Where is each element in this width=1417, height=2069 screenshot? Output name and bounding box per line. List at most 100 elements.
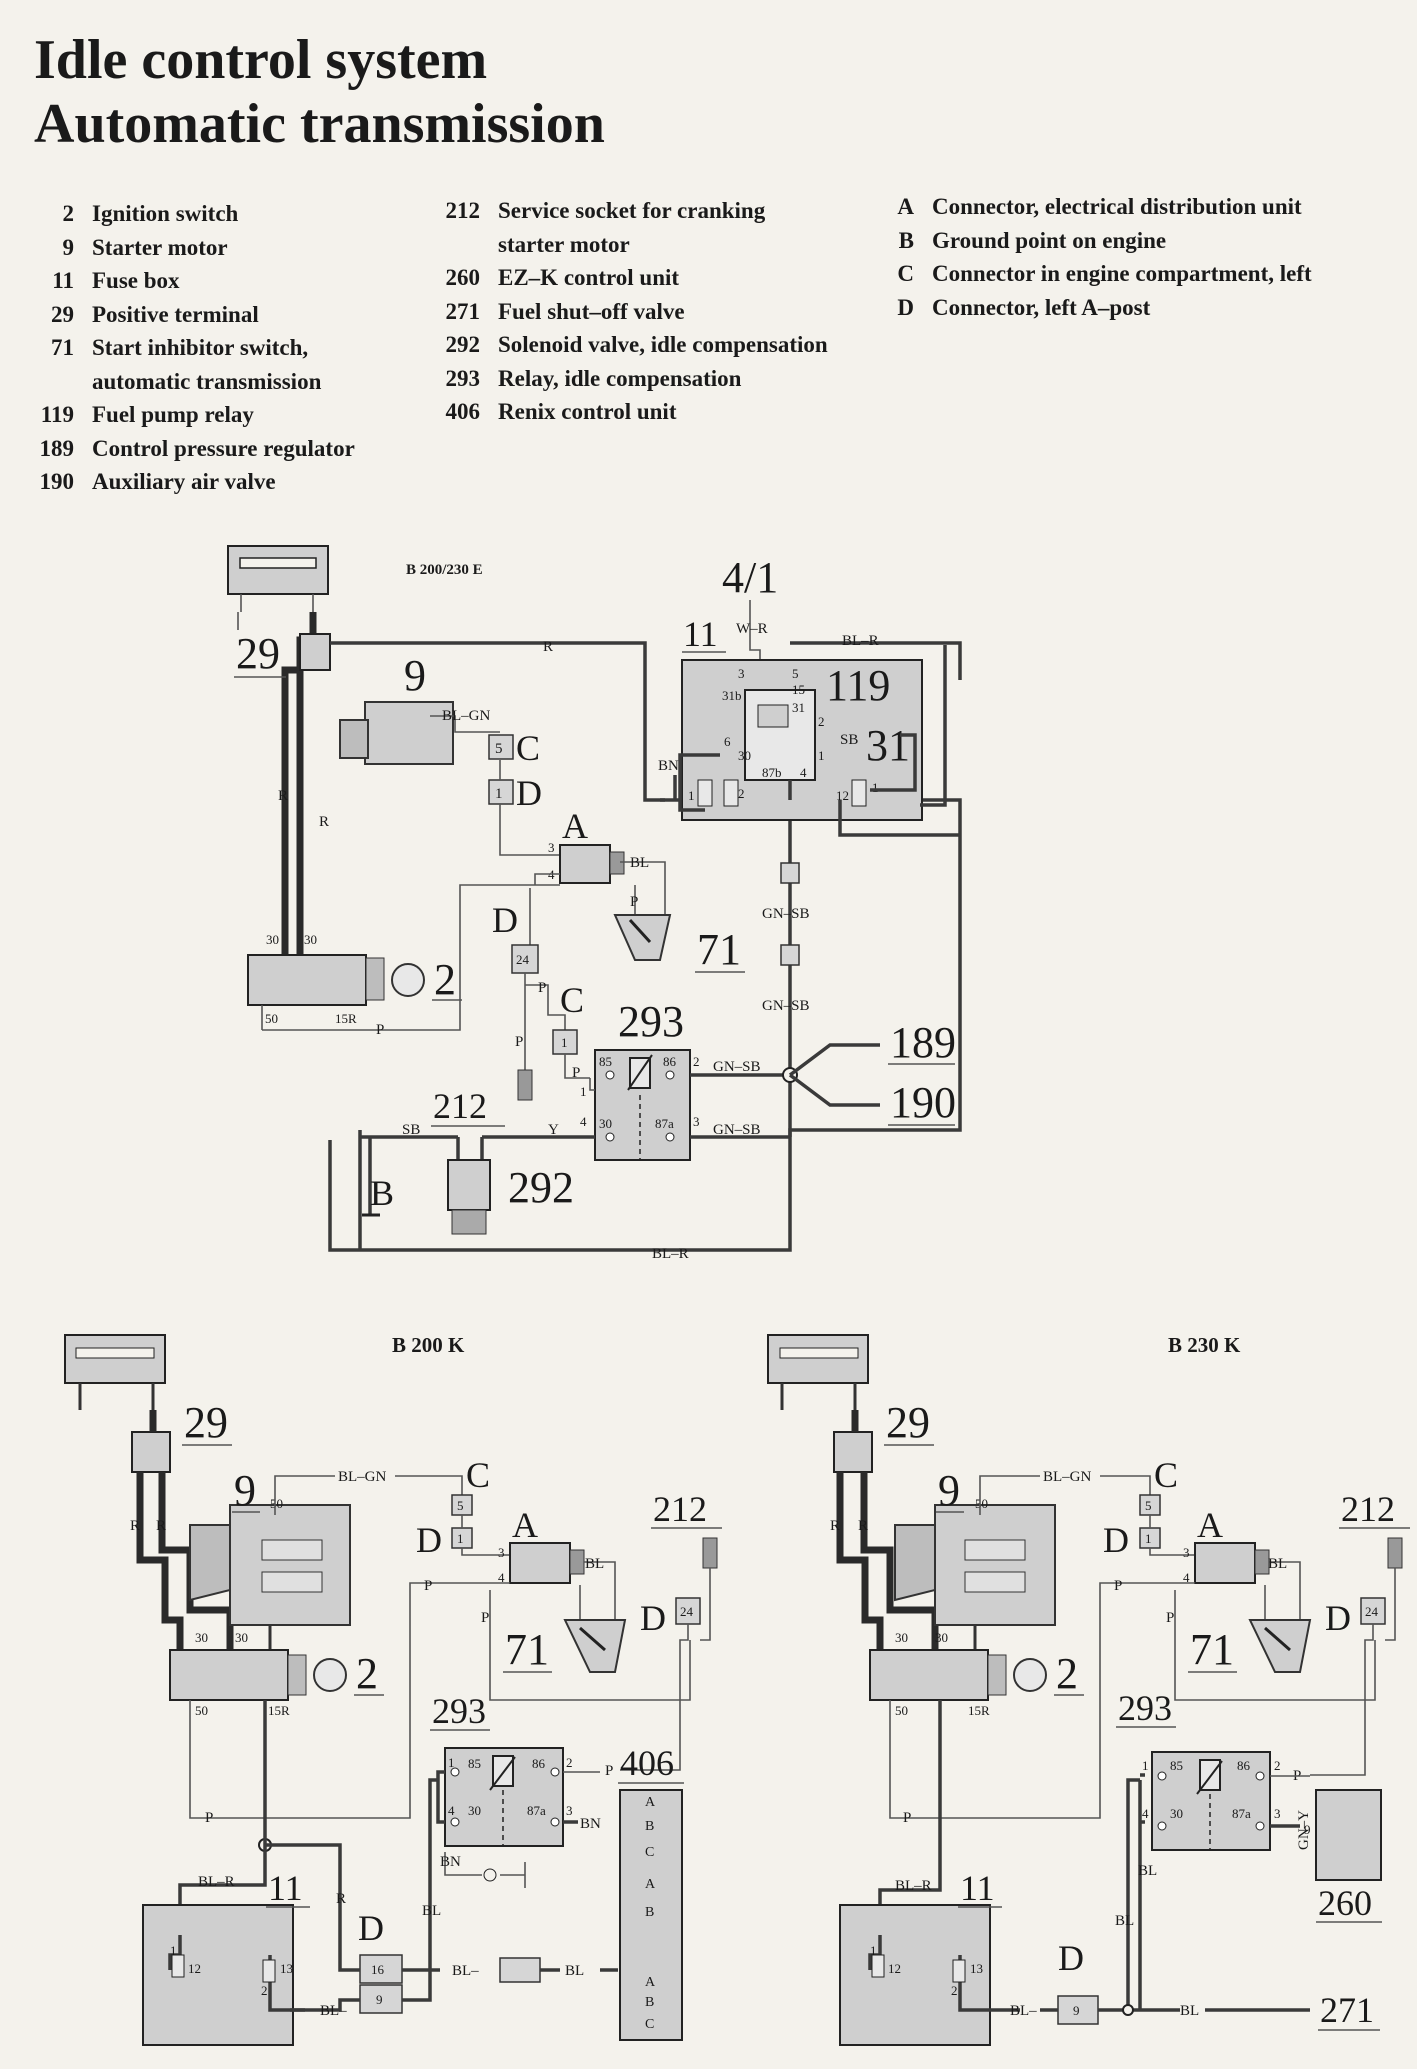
ref-292: 292	[508, 1163, 574, 1212]
ref-406-b: 406	[620, 1743, 674, 1783]
fuse-conn-12: 12	[836, 788, 849, 803]
diagram-b200k: B 200 K 29 R R 9 50 BL–GN C 5 D	[64, 1333, 722, 2046]
legend-text: Fuel shut–off valve	[498, 298, 685, 324]
ref-293-b: 293	[432, 1691, 486, 1731]
pin-15r-b: 15R	[268, 1703, 290, 1718]
ref-271-c: 271	[1320, 1990, 1374, 2030]
ref-9-b: 9	[234, 1466, 256, 1515]
wire-bl-v1-c: BL	[1115, 1913, 1134, 1929]
relay-side-4-c: 4	[1142, 1806, 1149, 1821]
battery-symbol-2	[64, 1334, 166, 1410]
ref-212-c: 212	[1341, 1489, 1395, 1529]
legend-number: 292	[445, 332, 481, 357]
renix-pin-label: B	[645, 1819, 654, 1834]
fuse-pin-15: 15	[792, 682, 805, 697]
legend-text: EZ–K control unit	[498, 265, 680, 290]
wire-gn-sb-1: GN–SB	[762, 906, 810, 922]
ref-119: 119	[826, 661, 890, 710]
wire-sb-212: SB	[402, 1122, 420, 1138]
relay-side-3-b: 3	[566, 1803, 573, 1818]
wire-r2-b: R	[156, 1518, 166, 1534]
ignition-switch-2-c	[869, 1649, 1047, 1701]
legend-number: B	[898, 227, 914, 253]
renix-pin-label: A	[645, 1975, 656, 1990]
ezk-pin-9: 9	[1304, 1822, 1311, 1837]
ref-b: B	[370, 1173, 394, 1213]
fuse-pin-87b: 87b	[762, 765, 782, 780]
legend-text: automatic transmission	[92, 368, 322, 394]
fuse-pin-2-b: 2	[261, 1983, 268, 1998]
pin-4-b: 4	[498, 1570, 505, 1585]
ref-71-b: 71	[505, 1625, 549, 1674]
pin-3: 3	[548, 840, 555, 855]
relay-pin-87a: 87a	[655, 1116, 674, 1131]
connector-a-c	[1194, 1542, 1256, 1584]
legend-number: 293	[445, 365, 481, 391]
pin-30a-c: 30	[895, 1630, 908, 1645]
starter-motor-9-b	[189, 1504, 351, 1662]
d-pin-9-c: 9	[1073, 2003, 1080, 2018]
wire-p-top-c: P	[1114, 1578, 1122, 1594]
wire-bl-r-top: BL–R	[842, 633, 879, 649]
legend-text: Auxiliary air valve	[92, 469, 276, 494]
pin-50-c: 50	[895, 1703, 908, 1718]
wire-p-71-c: P	[1166, 1610, 1174, 1626]
ignition-switch-2	[247, 954, 425, 1006]
pin-50s-b: 50	[270, 1496, 283, 1511]
legend-row: C Connector in engine compartment, left	[890, 257, 1312, 291]
pin-30a: 30	[266, 932, 279, 947]
wire-bl-v-b: BL	[422, 1903, 441, 1919]
renix-pin-label: B	[645, 1995, 654, 2010]
legend-text: Renix control unit	[498, 399, 677, 424]
ref-293: 293	[618, 997, 684, 1046]
relay-pin-85-b: 85	[468, 1756, 481, 1771]
legend-text: Fuel pump relay	[92, 402, 254, 427]
legend-number: 71	[51, 335, 74, 360]
wire-bn-b: BN	[580, 1816, 601, 1832]
d-pin-9-b: 9	[376, 1992, 383, 2007]
solenoid-valve-292	[447, 1159, 491, 1211]
pin-30a-b: 30	[195, 1630, 208, 1645]
ref-d-top: D	[516, 773, 542, 813]
wire-bl-r-bottom: BL–R	[652, 1246, 689, 1262]
wire-r1-c: R	[830, 1518, 840, 1534]
legend-number: 2	[62, 201, 75, 226]
legend-number: C	[897, 261, 914, 286]
pin-5-b: 5	[457, 1498, 464, 1513]
fuse-pin-2: 2	[818, 714, 825, 729]
legend-number: 260	[445, 265, 481, 290]
ref-31: 31	[866, 721, 910, 770]
ref-9: 9	[404, 651, 426, 700]
pin-50: 50	[265, 1011, 278, 1026]
legend-text: Connector in engine compartment, left	[932, 261, 1312, 286]
legend-text: Connector, electrical distribution unit	[932, 194, 1302, 219]
fuse-pin-12-b: 12	[188, 1961, 201, 1976]
ignition-switch-2-b	[169, 1649, 347, 1701]
ref-11: 11	[683, 614, 718, 654]
diagram3-heading: B 230 K	[1168, 1333, 1241, 1357]
ref-9-c: 9	[938, 1466, 960, 1515]
relay-pin-86-b: 86	[532, 1756, 546, 1771]
relay-side-4: 4	[580, 1114, 587, 1129]
relay-pin-30-c: 30	[1170, 1806, 1183, 1821]
relay-side-3: 3	[693, 1114, 700, 1129]
relay-side-1-b: 1	[448, 1755, 455, 1770]
connector-a-b	[509, 1542, 571, 1584]
ref-d-bottom-c: D	[1058, 1938, 1084, 1978]
wire-p-71: P	[630, 894, 638, 910]
start-inhibitor-71-c	[1248, 1619, 1312, 1673]
ref-189: 189	[890, 1018, 956, 1067]
relay-pin-87a-b: 87a	[527, 1803, 546, 1818]
legend-text: Fuse box	[92, 268, 180, 293]
ref-29: 29	[236, 629, 280, 678]
wire-r-d-b: R	[336, 1891, 346, 1907]
